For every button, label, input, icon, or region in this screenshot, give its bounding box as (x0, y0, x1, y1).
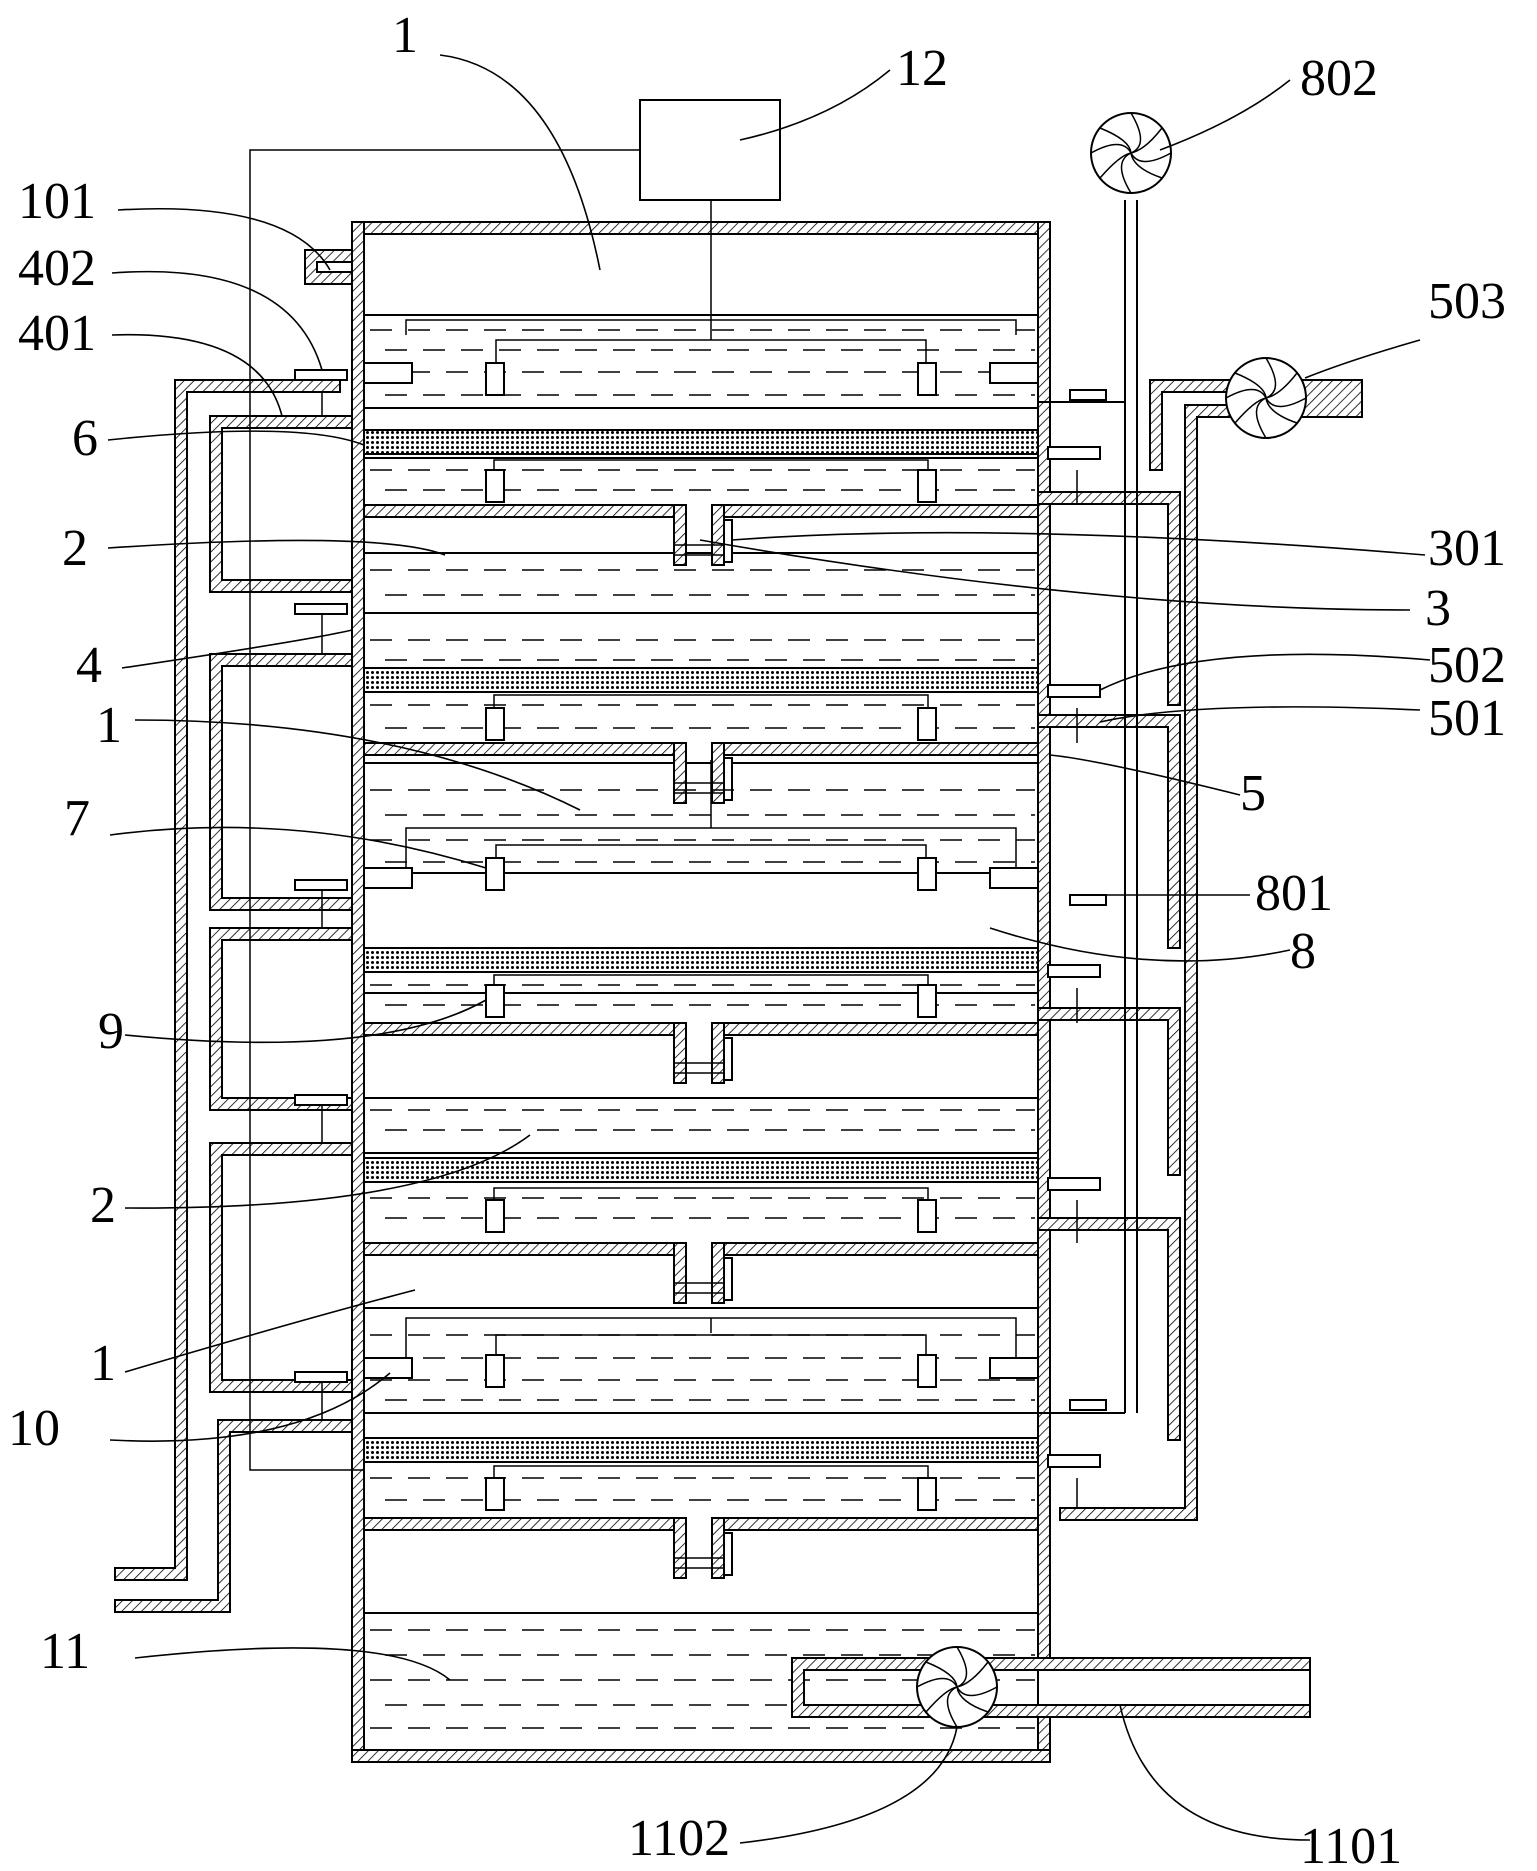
filter-layers (363, 429, 1039, 1463)
label-1-mid: 1 (96, 697, 122, 754)
filter-layer (363, 429, 1039, 455)
label-3: 3 (1425, 580, 1451, 637)
label-2-top: 2 (62, 520, 88, 577)
left-chambers (114, 149, 640, 1613)
funnels (673, 504, 733, 1579)
internal-plates (363, 314, 1039, 1614)
label-9: 9 (98, 1003, 124, 1060)
label-8: 8 (1290, 923, 1316, 980)
label-802: 802 (1300, 50, 1378, 107)
label-1-top: 1 (392, 7, 418, 64)
electrodes (363, 200, 1039, 1511)
vessel-left-wall (351, 221, 365, 1763)
label-1101: 1101 (1300, 1818, 1402, 1871)
label-503: 503 (1428, 273, 1506, 330)
filter-layer (363, 667, 1039, 693)
label-401: 401 (18, 305, 96, 362)
label-11: 11 (40, 1623, 90, 1680)
label-6: 6 (72, 410, 98, 467)
filter-layer (363, 947, 1039, 973)
label-501: 501 (1428, 690, 1506, 747)
pump-802 (1090, 112, 1172, 194)
label-1-low: 1 (90, 1335, 116, 1392)
label-101: 101 (18, 173, 96, 230)
label-301: 301 (1428, 520, 1506, 577)
label-4: 4 (76, 637, 102, 694)
label-502: 502 (1428, 637, 1506, 694)
label-2-low: 2 (90, 1177, 116, 1234)
filter-layer (363, 1157, 1039, 1183)
pump-1102 (916, 1646, 998, 1728)
vessel-bottom-wall (351, 1749, 1051, 1763)
vessel-top-wall (351, 221, 1051, 235)
label-5: 5 (1240, 765, 1266, 822)
label-1102: 1102 (628, 1810, 730, 1867)
right-chambers (1037, 200, 1363, 1521)
inlet-pipe-101 (304, 249, 353, 285)
label-12: 12 (896, 40, 948, 97)
label-7: 7 (64, 790, 90, 847)
outlet-1101 (791, 1657, 1311, 1718)
reference-labels: 1 12 802 101 402 401 503 6 2 301 3 4 502… (8, 7, 1506, 1871)
controller-box-12 (639, 99, 781, 201)
label-10: 10 (8, 1400, 60, 1457)
leader-lines (107, 54, 1431, 1844)
label-801: 801 (1255, 865, 1333, 922)
filter-layer (363, 1437, 1039, 1463)
pump-503 (1225, 357, 1307, 439)
label-402: 402 (18, 240, 96, 297)
